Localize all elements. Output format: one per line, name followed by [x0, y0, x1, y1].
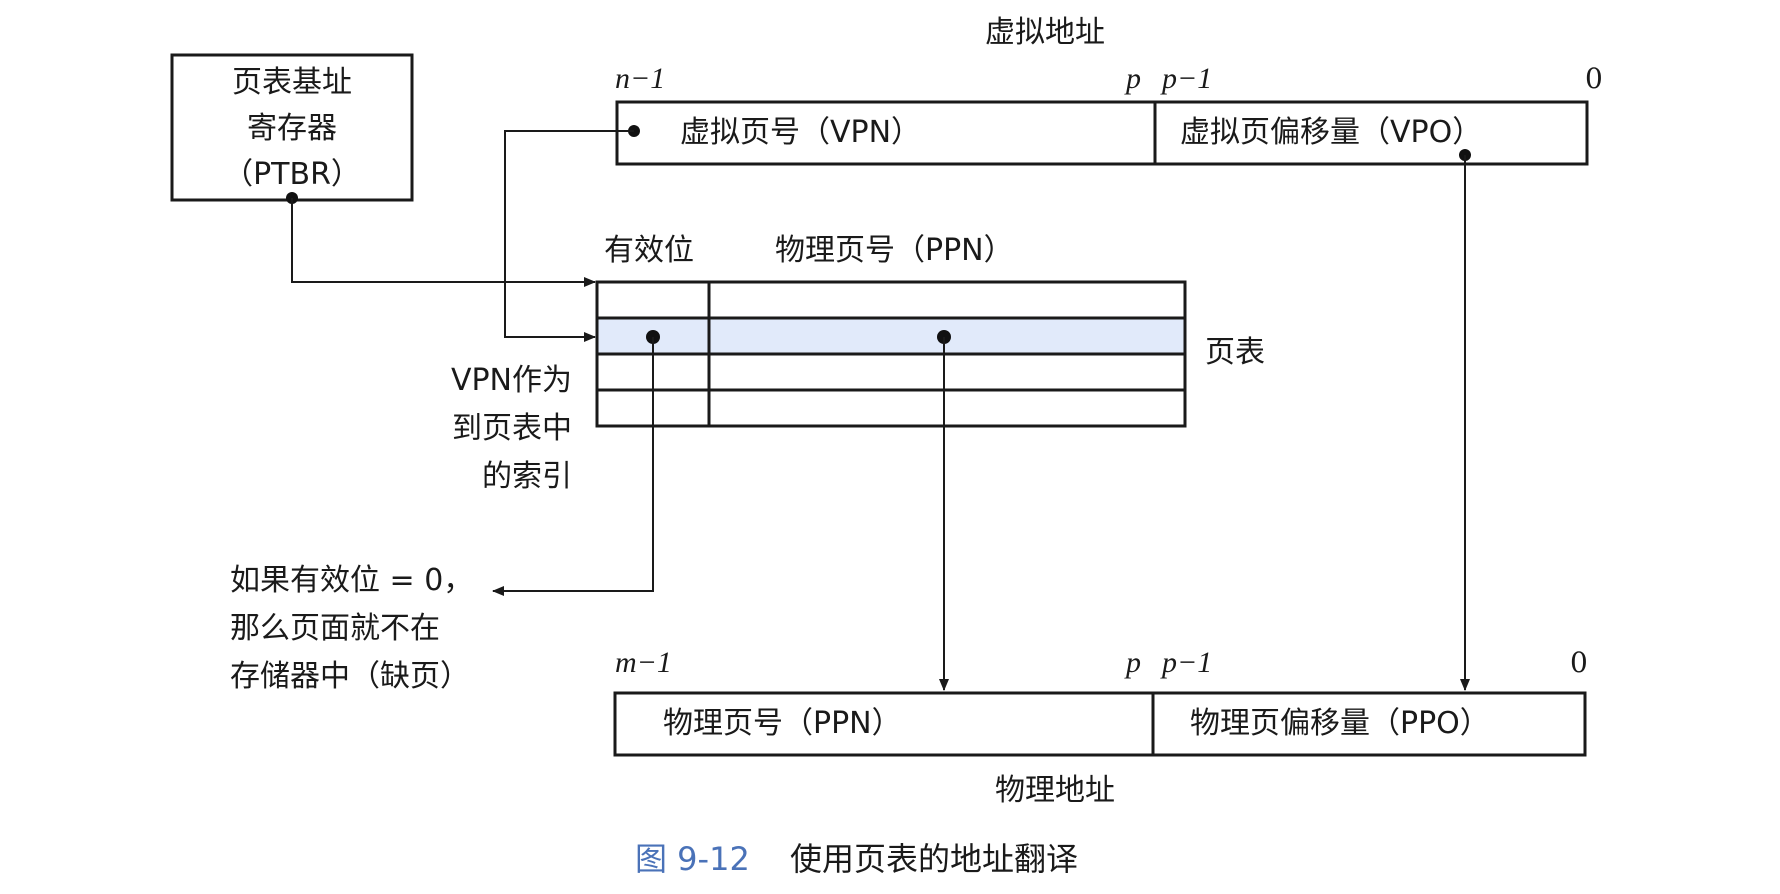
- va-n-minus-1-label: n−1: [615, 62, 665, 95]
- page-fault-arrow: [492, 337, 654, 596]
- page-table-label: 页表: [1205, 335, 1265, 370]
- ptbr-line3: （PTBR）: [223, 157, 361, 192]
- pa-m-minus-1-label: m−1: [615, 646, 672, 679]
- physical-address-title: 物理地址: [995, 773, 1115, 808]
- figure-number: 图 9-12: [635, 840, 750, 878]
- index-note-line2: 到页表中: [452, 411, 572, 446]
- valid-bit-header: 有效位: [604, 233, 694, 268]
- ppn-header: 物理页号（PPN）: [775, 233, 1014, 268]
- pa-p-minus-1-label: p−1: [1160, 646, 1212, 679]
- virtual-address-box: [615, 100, 1589, 166]
- ppo-field-label: 物理页偏移量（PPO）: [1190, 706, 1490, 741]
- vpn-field-label: 虚拟页号（VPN）: [680, 115, 921, 150]
- va-p-minus-1-label: p−1: [1160, 62, 1212, 95]
- selected-row-highlight: [597, 318, 1185, 354]
- va-zero-label: 0: [1585, 62, 1603, 95]
- physical-address-box: [613, 691, 1587, 757]
- figure-caption: 使用页表的地址翻译: [790, 840, 1078, 878]
- vpo-field-label: 虚拟页偏移量（VPO）: [1180, 115, 1482, 150]
- va-p-label: p: [1124, 62, 1141, 95]
- ptbr-to-table-arrow: [291, 198, 596, 287]
- ppn-field-label: 物理页号（PPN）: [663, 706, 902, 741]
- ptbr-line1: 页表基址: [232, 65, 352, 100]
- index-note-line3: 的索引: [482, 459, 572, 494]
- page-fault-note-line1: 如果有效位 = 0，: [230, 563, 473, 598]
- page-fault-note-line3: 存储器中（缺页）: [230, 659, 470, 694]
- vpn-index-arrow: [504, 130, 634, 342]
- pa-zero-label: 0: [1570, 646, 1588, 679]
- virtual-address-title: 虚拟地址: [985, 15, 1105, 50]
- page-fault-note-line2: 那么页面就不在: [230, 611, 440, 646]
- index-note-line1: VPN作为: [451, 363, 572, 398]
- ptbr-line2: 寄存器: [247, 111, 337, 146]
- pa-p-label: p: [1124, 646, 1141, 679]
